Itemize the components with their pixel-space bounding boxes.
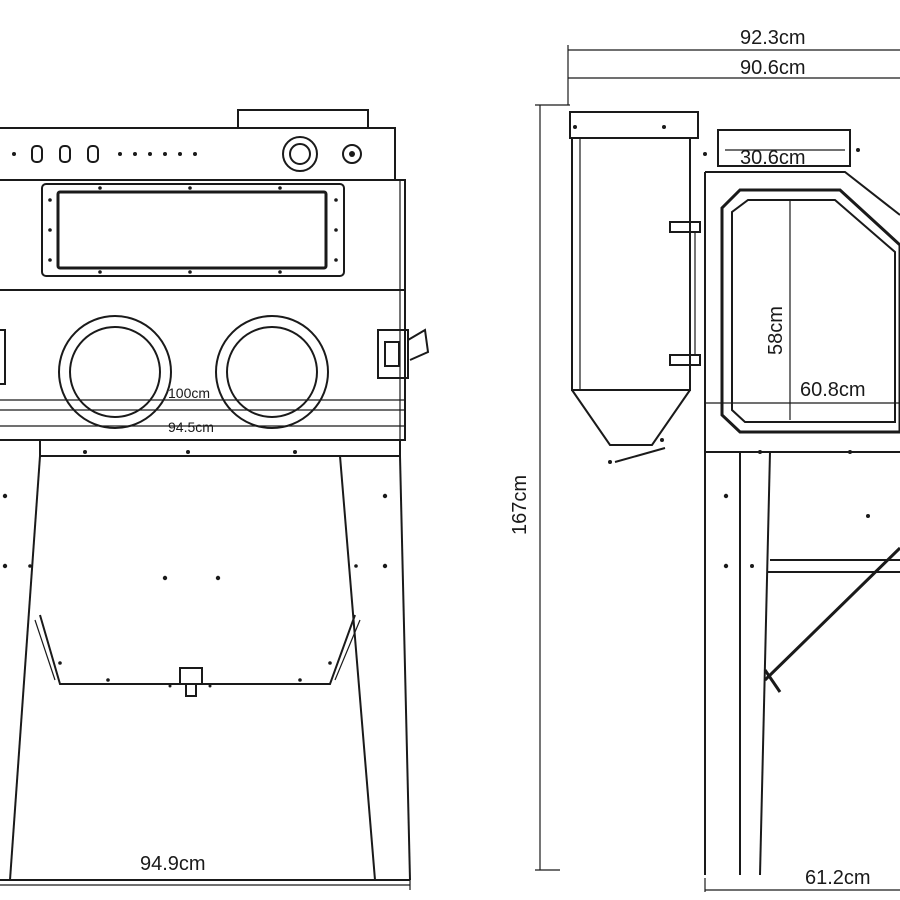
dim-inner-width: 100cm bbox=[168, 385, 210, 401]
lower-cabinet bbox=[0, 289, 406, 441]
dim-window-height: 58cm bbox=[765, 306, 787, 355]
pressure-gauge-icon bbox=[282, 136, 318, 172]
dim-overall-depth-second: 90.6cm bbox=[740, 57, 806, 79]
side-window-inner bbox=[731, 199, 896, 423]
dim-cabinet-depth: 60.8cm bbox=[800, 379, 866, 401]
side-top-box bbox=[717, 129, 851, 167]
hopper-outlet bbox=[168, 667, 212, 697]
collection-hopper bbox=[39, 614, 356, 685]
door-latch bbox=[377, 329, 409, 379]
side-window-outer bbox=[720, 188, 900, 434]
cabinet-base-beam bbox=[39, 439, 401, 457]
dim-height: 167cm bbox=[509, 475, 531, 535]
dust-collector bbox=[569, 111, 699, 464]
dim-upper-depth: 30.6cm bbox=[740, 147, 806, 169]
dim-overall-depth-top: 92.3cm bbox=[740, 27, 806, 49]
window-frame-bolts bbox=[48, 186, 338, 274]
viewing-window-frame bbox=[41, 183, 345, 277]
right-glove-port bbox=[215, 315, 329, 429]
top-hatch bbox=[237, 109, 369, 129]
dim-base-depth: 61.2cm bbox=[805, 867, 871, 889]
viewing-window-glass bbox=[56, 190, 328, 270]
front-view: 100cm 94.5cm bbox=[0, 109, 430, 890]
left-access-panel bbox=[0, 329, 6, 385]
left-glove-port bbox=[58, 315, 172, 429]
control-panel-indicators bbox=[12, 145, 197, 163]
dim-base-width: 94.9cm bbox=[140, 853, 206, 875]
stand-legs bbox=[0, 455, 411, 881]
side-stand bbox=[704, 451, 900, 876]
regulator-knob-icon bbox=[342, 144, 362, 164]
dim-window-width: 94.5cm bbox=[168, 419, 214, 435]
side-view: 92.3cm 90.6cm 167cm 30.6cm bbox=[509, 27, 900, 892]
